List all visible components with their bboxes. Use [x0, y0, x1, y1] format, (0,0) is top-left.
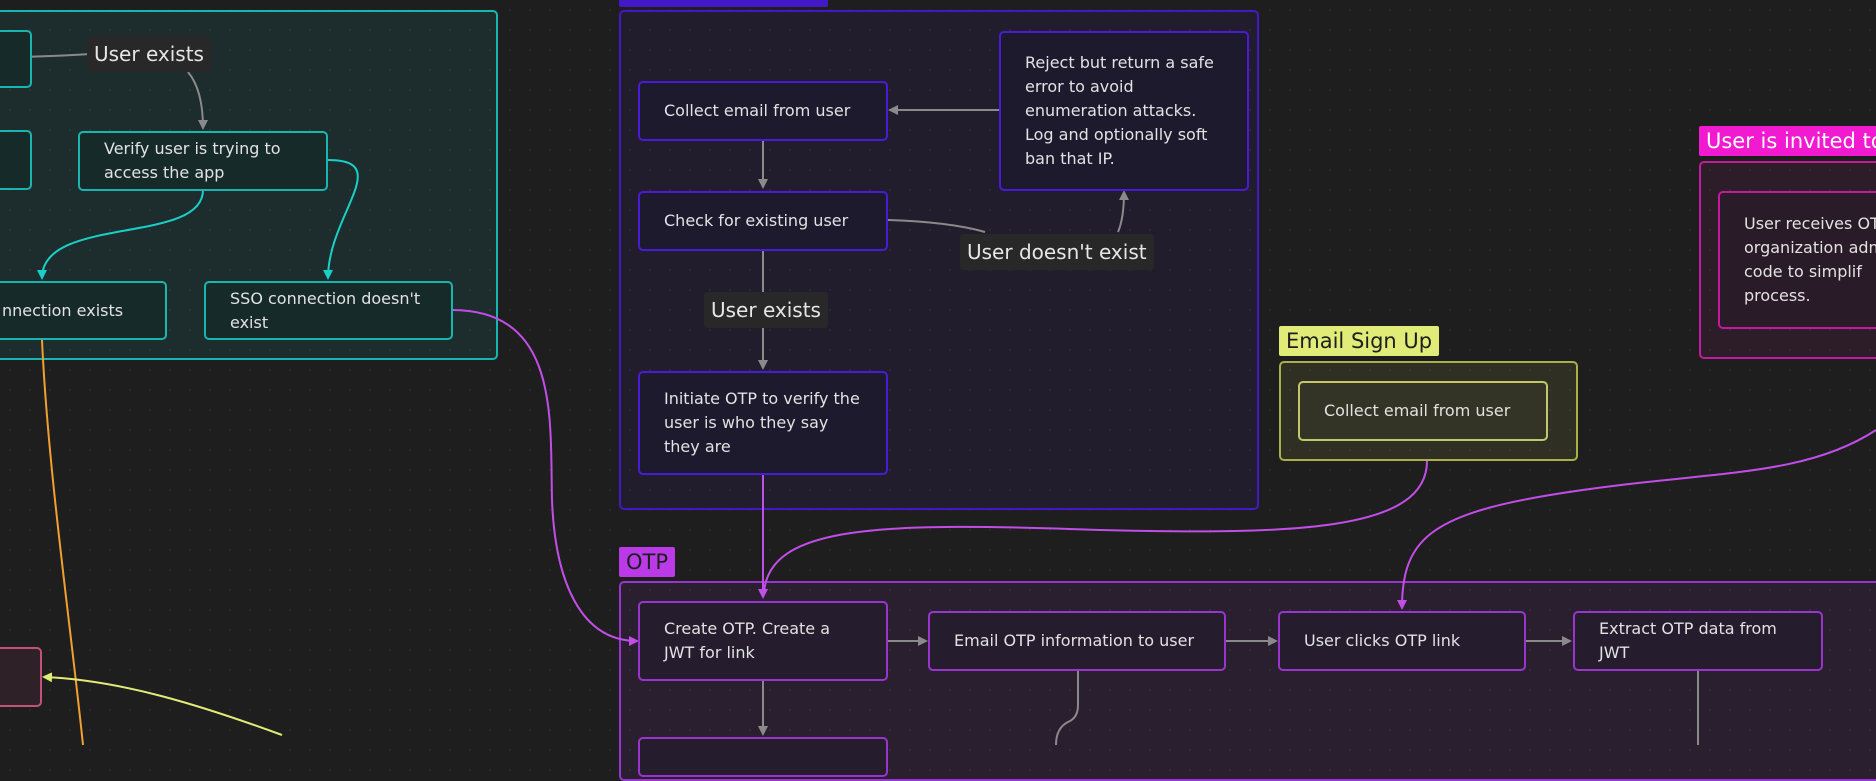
node-email-otp[interactable]: Email OTP information to user: [928, 611, 1226, 671]
edge-user-exists-to-verify[interactable]: [187, 71, 208, 130]
node-sso-doesnt-exist[interactable]: SSO connection doesn't exist: [204, 281, 453, 340]
otp-group-title[interactable]: OTP: [619, 547, 676, 577]
edge-label-user-exists-blue: User exists: [704, 292, 828, 328]
node-offscreen-mid[interactable]: [0, 130, 32, 190]
node-collect-email[interactable]: Collect email from user: [638, 81, 888, 141]
node-next-step-below[interactable]: [638, 737, 888, 777]
login-group-title[interactable]: [619, 0, 828, 7]
edge-check-to-doesnt-exist-label[interactable]: [887, 219, 986, 233]
edge-email-otp-down[interactable]: [1055, 671, 1079, 745]
node-user-clicks-otp[interactable]: User clicks OTP link: [1278, 611, 1526, 671]
node-offscreen-rose[interactable]: [0, 647, 42, 707]
edge-connection-exists-down[interactable]: [41, 339, 84, 745]
edge-doesnt-exist-label-to-reject[interactable]: [1117, 190, 1129, 233]
node-verify-user[interactable]: Verify user is trying to access the app: [78, 131, 328, 191]
email-signup-title[interactable]: Email Sign Up: [1279, 326, 1440, 356]
node-extract-otp[interactable]: Extract OTP data from JWT: [1573, 611, 1823, 671]
node-initiate-otp[interactable]: Initiate OTP to verify the user is who t…: [638, 371, 888, 475]
edge-label-user-doesnt-exist: User doesn't exist: [960, 234, 1154, 270]
edge-verify-to-sso-doesnt-exist[interactable]: [323, 159, 359, 280]
node-connection-exists[interactable]: nnection exists: [0, 281, 167, 340]
node-collect-email-signup[interactable]: Collect email from user: [1298, 381, 1548, 441]
node-user-receives-otp[interactable]: User receives OT organization adm no cod…: [1718, 191, 1876, 329]
node-create-otp[interactable]: Create OTP. Create a JWT for link: [638, 601, 888, 681]
edge-signup-to-create-otp[interactable]: [763, 460, 1428, 593]
edge-invited-to-user-clicks[interactable]: [1397, 429, 1876, 610]
edge-verify-to-connection-exists[interactable]: [37, 189, 204, 280]
edge-label-user-exists-teal: User exists: [87, 36, 211, 72]
edge-sso-to-create-otp[interactable]: [451, 309, 639, 646]
node-offscreen-top[interactable]: [0, 30, 32, 88]
node-reject-safe-error[interactable]: Reject but return a safe error to avoid …: [999, 31, 1249, 191]
invited-group-title[interactable]: User is invited to: [1699, 126, 1876, 156]
connector-layer: [4, 53, 1876, 745]
edge-yellow-into-rose-node[interactable]: [42, 672, 283, 736]
node-check-existing-user[interactable]: Check for existing user: [638, 191, 888, 251]
